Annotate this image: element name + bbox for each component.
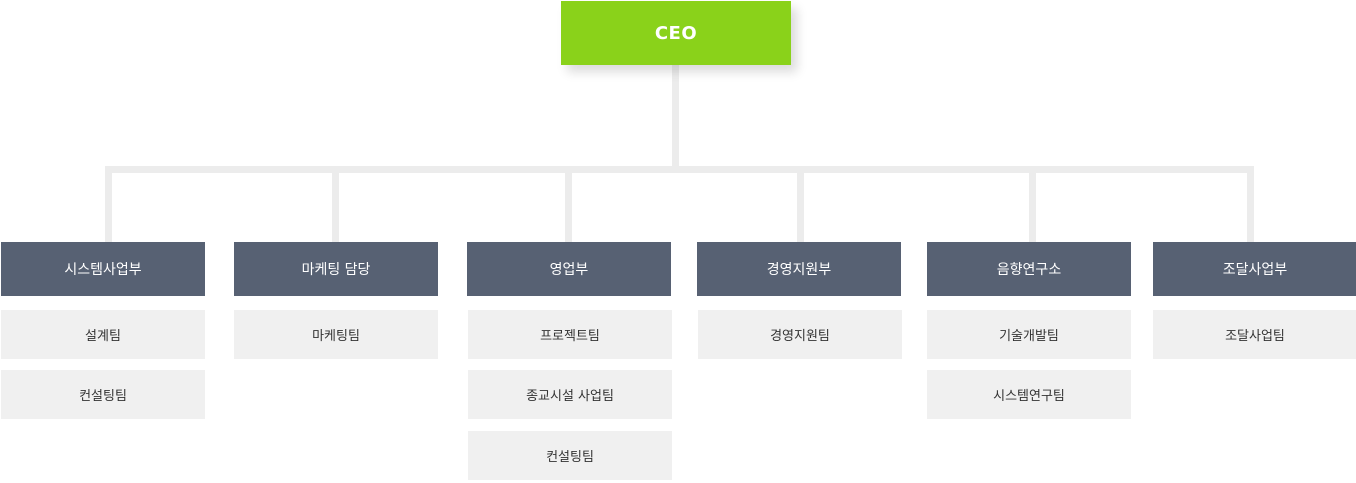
dept-connector-line — [332, 170, 339, 242]
dept-sales: 영업부 — [467, 242, 671, 296]
team-box: 컨설팅팀 — [468, 431, 672, 480]
ceo-box: CEO — [561, 1, 791, 65]
team-box: 기술개발팀 — [927, 310, 1131, 359]
dept-acoustics-lab: 음향연구소 — [927, 242, 1131, 296]
dept-system-business: 시스템사업부 — [1, 242, 205, 296]
dept-connector-line — [797, 170, 804, 242]
dept-procurement: 조달사업부 — [1153, 242, 1356, 296]
team-box: 프로젝트팀 — [468, 310, 672, 359]
team-box: 종교시설 사업팀 — [468, 370, 672, 419]
dept-connector-line — [1247, 170, 1254, 242]
team-box: 경영지원팀 — [698, 310, 902, 359]
team-box: 조달사업팀 — [1153, 310, 1356, 359]
dept-connector-line — [565, 170, 572, 242]
dept-management-support: 경영지원부 — [697, 242, 901, 296]
team-box: 마케팅팀 — [234, 310, 438, 359]
horizontal-connector-line — [105, 166, 1254, 173]
dept-connector-line — [1029, 170, 1036, 242]
team-box: 시스템연구팀 — [927, 370, 1131, 419]
ceo-connector-line — [672, 65, 679, 170]
dept-marketing: 마케팅 담당 — [234, 242, 438, 296]
team-box: 컨설팅팀 — [1, 370, 205, 419]
team-box: 설계팀 — [1, 310, 205, 359]
dept-connector-line — [105, 170, 112, 242]
